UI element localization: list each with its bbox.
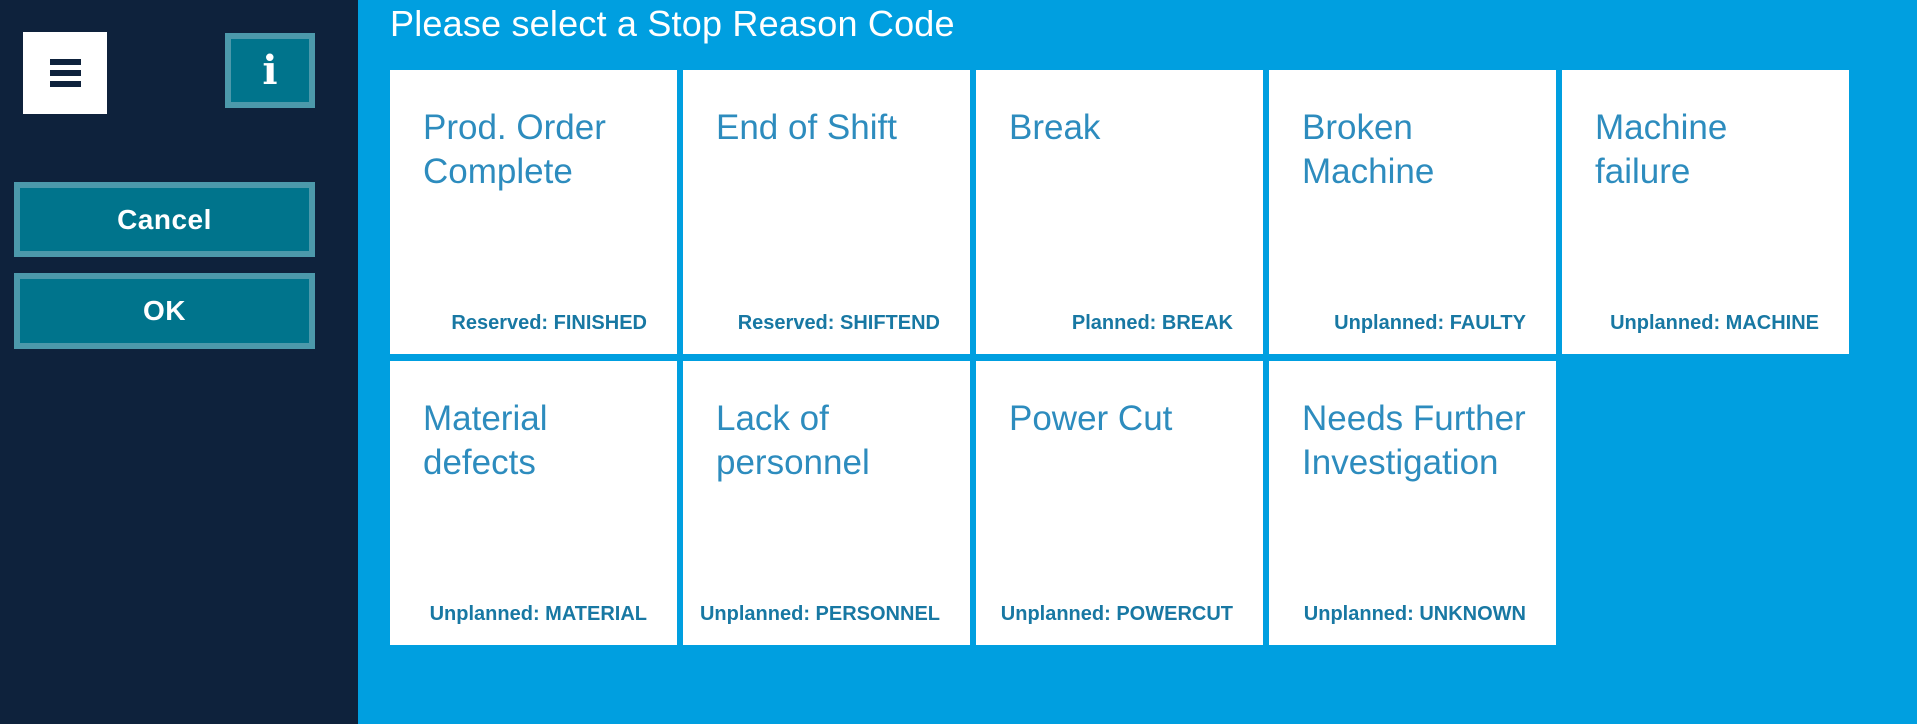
reason-card[interactable]: Machine failure Unplanned: MACHINE xyxy=(1562,70,1849,354)
reason-card-title: Break xyxy=(1009,108,1101,147)
reason-card-title: Broken Machine xyxy=(1302,108,1435,191)
menu-button[interactable] xyxy=(23,32,107,114)
reason-card[interactable]: Power Cut Unplanned: POWERCUT xyxy=(976,361,1263,645)
reason-card-title: Machine failure xyxy=(1595,108,1728,191)
reason-card-title: Power Cut xyxy=(1009,399,1173,438)
main-area: Please select a Stop Reason Code Prod. O… xyxy=(358,0,1917,724)
reason-card-title: Material defects xyxy=(423,399,548,482)
reason-card-code: Unplanned: MACHINE xyxy=(1610,312,1819,334)
reason-card-code: Unplanned: MATERIAL xyxy=(429,603,647,625)
ok-button-label: OK xyxy=(143,295,186,326)
reason-card[interactable]: Broken Machine Unplanned: FAULTY xyxy=(1269,70,1556,354)
reason-grid: Prod. Order Complete Reserved: FINISHED … xyxy=(390,70,1865,645)
cancel-button-label: Cancel xyxy=(117,203,212,235)
reason-card-code: Planned: BREAK xyxy=(1071,312,1233,334)
info-icon: i xyxy=(262,46,278,94)
reason-card[interactable]: Material defects Unplanned: MATERIAL xyxy=(390,361,677,645)
reason-card[interactable]: Break Planned: BREAK xyxy=(976,70,1263,354)
sidebar: i Cancel OK xyxy=(0,0,358,724)
reason-card[interactable]: Lack of personnel Unplanned: PERSONNEL xyxy=(683,361,970,645)
ok-button[interactable]: OK xyxy=(14,273,315,349)
reason-card-code: Reserved: SHIFTEND xyxy=(737,312,940,334)
hamburger-icon xyxy=(49,81,81,87)
reason-card-title: Prod. Order Complete xyxy=(423,108,606,191)
reason-card[interactable]: Needs Further Investigation Unplanned: U… xyxy=(1269,361,1556,645)
hamburger-icon xyxy=(49,70,81,76)
reason-card-title: End of Shift xyxy=(716,108,897,147)
reason-card[interactable]: End of Shift Reserved: SHIFTEND xyxy=(683,70,970,354)
reason-card-code: Unplanned: UNKNOWN xyxy=(1303,603,1526,625)
reason-card-title: Needs Further Investigation xyxy=(1302,399,1526,482)
reason-card-code: Unplanned: PERSONNEL xyxy=(699,603,940,625)
reason-card-code: Reserved: FINISHED xyxy=(451,312,647,334)
info-button[interactable]: i xyxy=(225,33,315,108)
page-title: Please select a Stop Reason Code xyxy=(390,3,955,44)
reason-card[interactable]: Prod. Order Complete Reserved: FINISHED xyxy=(390,70,677,354)
reason-card-code: Unplanned: POWERCUT xyxy=(1000,603,1233,625)
reason-card-code: Unplanned: FAULTY xyxy=(1334,312,1526,334)
hamburger-icon xyxy=(49,59,81,65)
cancel-button[interactable]: Cancel xyxy=(14,182,315,257)
reason-card-title: Lack of personnel xyxy=(716,399,870,482)
